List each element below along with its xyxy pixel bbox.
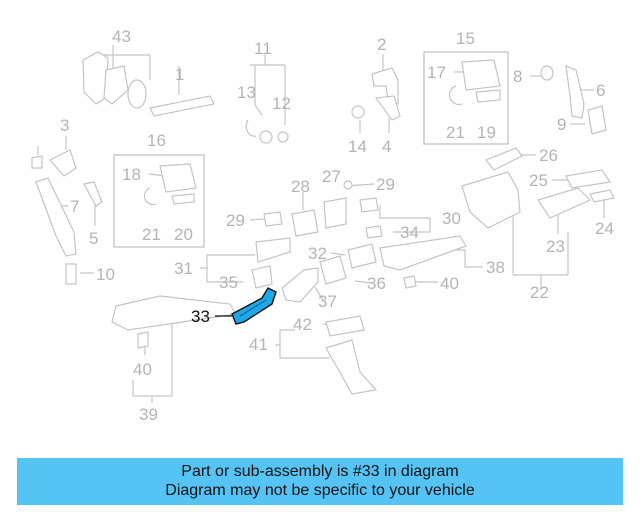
- callout-label: 40: [133, 360, 152, 379]
- callout-label: 10: [96, 265, 115, 284]
- callout-label: 22: [530, 283, 549, 302]
- callout-label: 16: [147, 131, 166, 150]
- highlighted-part-33: [215, 287, 277, 325]
- callout-label: 37: [318, 292, 337, 311]
- callout-label: 18: [122, 165, 141, 184]
- callout-label: 29: [376, 175, 395, 194]
- callout-label: 24: [595, 219, 614, 238]
- callout-label: 17: [427, 63, 446, 82]
- callout-label: 42: [293, 315, 312, 334]
- callout-label: 3: [60, 116, 69, 135]
- parts: [31, 51, 615, 395]
- callout-label: 31: [174, 259, 193, 278]
- callout-label: 38: [486, 258, 505, 277]
- callout-labels: 43 11 2 15 1 13 12 17 21 19 8 6 9 3 14 4…: [60, 27, 614, 424]
- callout-label: 7: [70, 197, 79, 216]
- callout-label: 14: [348, 137, 367, 156]
- callout-label: 23: [546, 237, 565, 256]
- callout-label: 35: [219, 273, 238, 292]
- callout-label: 9: [557, 115, 566, 134]
- callout-label: 1: [175, 65, 184, 84]
- callout-label: 25: [529, 171, 548, 190]
- parts-diagram: 43 11 2 15 1 13 12 17 21 19 8 6 9 3 14 4…: [31, 27, 615, 424]
- callout-label: 29: [226, 211, 245, 230]
- callout-label: 6: [596, 81, 605, 100]
- callout-label: 26: [539, 146, 558, 165]
- callout-label-33: 33: [191, 307, 210, 326]
- info-banner: Part or sub-assembly is #33 in diagram D…: [17, 458, 623, 505]
- callout-label: 39: [139, 405, 158, 424]
- callout-label: 40: [440, 274, 459, 293]
- group-box-15: [423, 51, 509, 145]
- banner-line-1: Part or sub-assembly is #33 in diagram: [181, 463, 459, 480]
- callout-label: 19: [477, 123, 496, 142]
- callout-label: 8: [513, 67, 522, 86]
- callout-label: 43: [112, 27, 131, 46]
- banner-line-2: Diagram may not be specific to your vehi…: [165, 482, 475, 499]
- callout-label: 4: [382, 137, 391, 156]
- callout-label: 30: [442, 209, 461, 228]
- callout-label: 32: [308, 244, 327, 263]
- callout-label: 21: [446, 123, 465, 142]
- callout-label: 21: [142, 225, 161, 244]
- callout-label: 15: [456, 29, 475, 48]
- callout-label: 2: [377, 35, 386, 54]
- group-box-16: [113, 154, 205, 248]
- callout-label: 34: [400, 223, 419, 242]
- callout-label: 28: [291, 177, 310, 196]
- callout-label: 20: [174, 225, 193, 244]
- callout-label: 41: [249, 335, 268, 354]
- callout-label: 12: [272, 94, 291, 113]
- callout-label: 36: [367, 274, 386, 293]
- callout-label: 13: [237, 83, 256, 102]
- callout-label: 11: [254, 39, 272, 58]
- callout-label: 27: [322, 167, 341, 186]
- callout-label: 5: [89, 229, 98, 248]
